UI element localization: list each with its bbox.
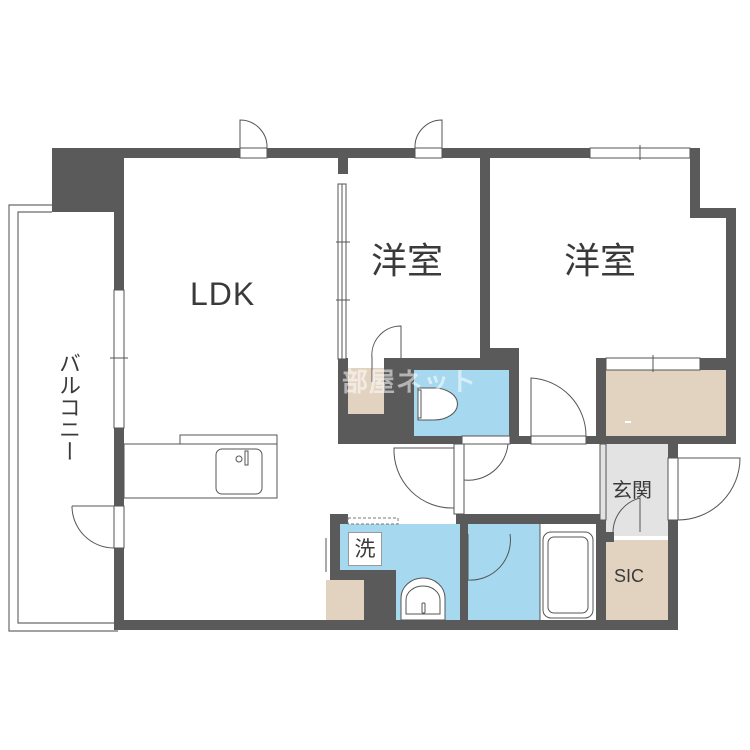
corner-column (52, 148, 124, 212)
wall-ldk-left-upper (114, 148, 124, 290)
washbasin (400, 577, 446, 621)
wall-toilet-top (414, 358, 509, 370)
shower-floor (468, 524, 540, 622)
wall-bottom (114, 620, 676, 630)
balcony (8, 204, 118, 632)
wall-closet2-bottom (596, 436, 736, 444)
doors (71, 119, 741, 581)
sic-floor (606, 540, 668, 622)
wall-ldk-left-lower (114, 548, 124, 630)
room-label-ldk: LDK (190, 276, 256, 312)
wall-closet2-top-r (700, 358, 736, 370)
closet-2-floor (606, 370, 726, 436)
room-label-entrance: 玄関 (612, 478, 652, 502)
sliding-door-ldk-room1 (336, 183, 350, 360)
wall-wash-shower (460, 514, 468, 622)
closet-1-floor (348, 368, 384, 414)
wall-wash-left (330, 514, 340, 580)
room-label-balcony: バルコニー (55, 352, 80, 462)
wall-room2-bottom-left (480, 348, 518, 358)
wall-toilet-right (509, 348, 519, 444)
wall-sic-top (606, 532, 614, 542)
wall-sic-left (596, 520, 606, 630)
wall-closet2-left (596, 358, 606, 444)
ldk-storage-floor (326, 580, 364, 622)
wall-right-step (690, 208, 736, 218)
wall-hall-top (519, 436, 531, 444)
wall-room1-stub (338, 148, 348, 174)
wall-right (726, 208, 736, 438)
wall-top-mid2 (442, 148, 590, 158)
room-label-western-room-2: 洋室 (564, 241, 637, 282)
watermark: 部屋ネット (342, 368, 478, 398)
wall-ldk-left-mid (114, 428, 124, 506)
wall-top-left (52, 148, 240, 158)
washer-space-top (347, 517, 399, 525)
wall-closet1-block (338, 358, 348, 444)
wall-closet1-toilet (384, 358, 414, 444)
room-label-sic: SIC (614, 566, 645, 586)
wall-room1-room2 (480, 148, 490, 358)
wall-entrance-right2 (668, 520, 678, 630)
entrance-floor (606, 444, 668, 536)
toilet-fixture (417, 387, 458, 421)
wall-hall-bottom (456, 514, 606, 524)
room-label-western-room-1: 洋室 (371, 241, 444, 282)
wall-entrance-right (668, 444, 678, 458)
wall-right-upper (690, 148, 700, 212)
windows (110, 145, 701, 549)
wall-wash-pillar (364, 570, 396, 622)
kitchen-counter (123, 434, 278, 499)
washer-space-label: 洗 (348, 532, 382, 566)
bathtub (542, 531, 594, 619)
